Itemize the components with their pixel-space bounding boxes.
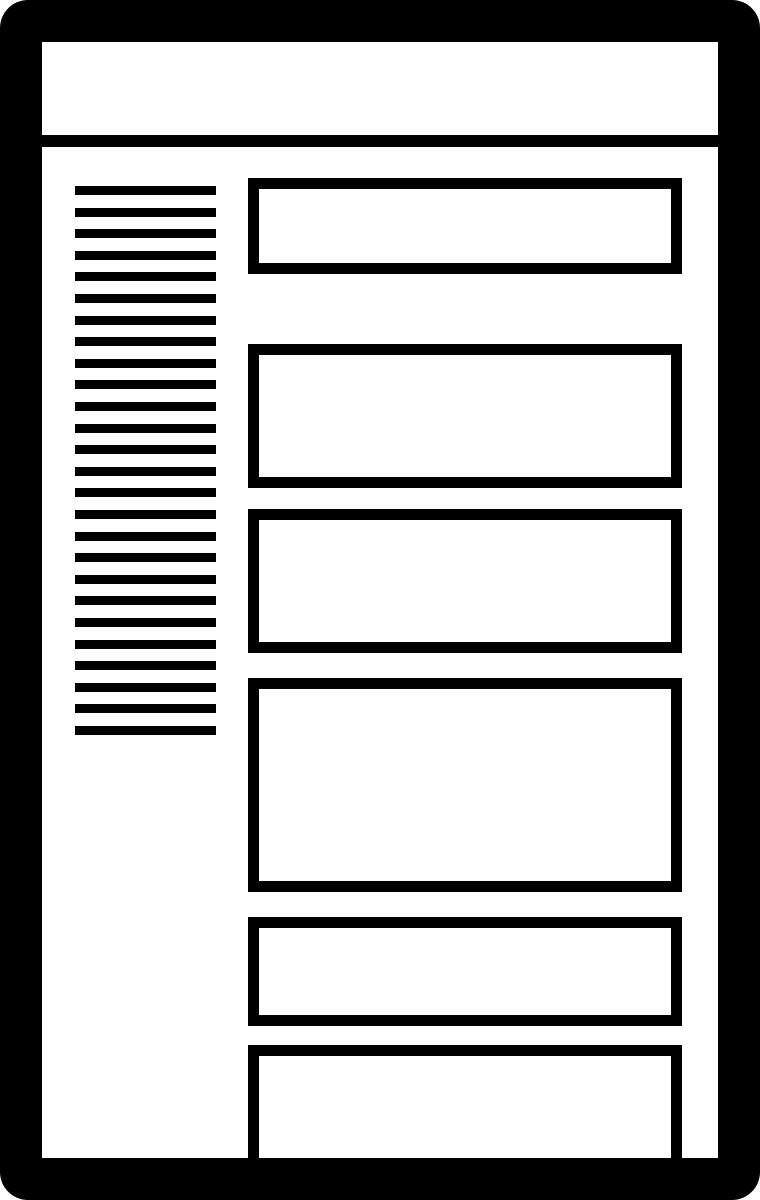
sidebar-line xyxy=(75,250,216,260)
sidebar-line xyxy=(75,337,216,347)
sidebar-line xyxy=(75,423,216,433)
sidebar-line xyxy=(75,510,216,519)
sidebar-line xyxy=(75,639,216,649)
sidebar-line xyxy=(75,726,216,735)
sidebar-line xyxy=(75,294,216,303)
sidebar-line xyxy=(75,682,216,692)
sidebar-line xyxy=(75,574,216,584)
card-3 xyxy=(248,509,682,653)
card-1 xyxy=(248,178,682,274)
header-divider xyxy=(42,135,718,147)
sidebar-line xyxy=(75,445,216,455)
sidebar-line xyxy=(75,704,216,714)
sidebar-line xyxy=(75,488,216,498)
sidebar-line xyxy=(75,207,216,217)
sidebar-line xyxy=(75,186,216,195)
sidebar-line xyxy=(75,380,216,390)
sidebar-line xyxy=(75,315,216,325)
sidebar-line xyxy=(75,661,216,671)
card-5 xyxy=(248,917,682,1026)
sidebar-line xyxy=(75,618,216,627)
card-4 xyxy=(248,678,682,892)
card-6 xyxy=(248,1045,682,1158)
sidebar-line xyxy=(75,553,216,563)
sidebar-line xyxy=(75,229,216,239)
sidebar-line xyxy=(75,531,216,541)
sidebar-line xyxy=(75,358,216,368)
sidebar-line xyxy=(75,402,216,411)
sidebar-line xyxy=(75,466,216,476)
sidebar-line xyxy=(75,272,216,282)
card-2 xyxy=(248,344,682,488)
sidebar-line xyxy=(75,596,216,606)
